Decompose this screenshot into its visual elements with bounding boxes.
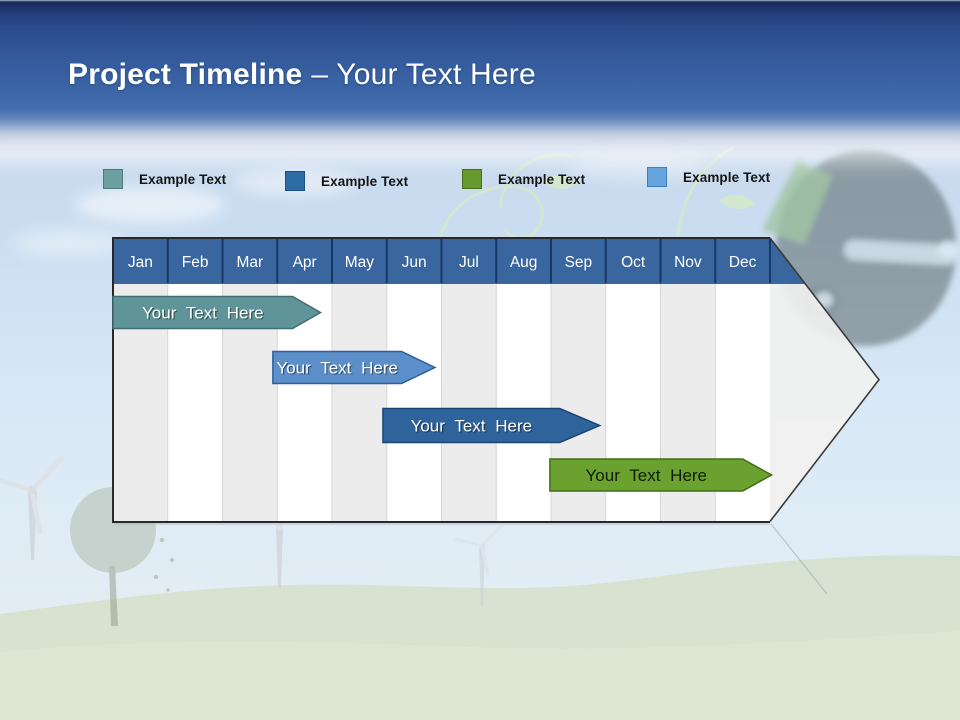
timeline-bar-shape (272, 350, 437, 385)
legend-item: Example Text (285, 171, 408, 191)
column-stripe (332, 284, 387, 522)
timeline-arrow (770, 238, 879, 522)
legend-label: Example Text (321, 173, 409, 189)
bar-label-shadow: Your Text Here (143, 305, 265, 324)
wind-turbine-icon (0, 455, 65, 560)
timeline-bar-shape (549, 458, 774, 492)
column-stripe (441, 284, 497, 522)
title-bold: Project Timeline (68, 58, 303, 91)
legend-item: Example Text (647, 167, 770, 187)
bar-label: Your Text Here (276, 359, 398, 378)
timeline-bar-shape (112, 295, 323, 330)
month-label: Mar (237, 254, 264, 271)
legend-label: Example Text (498, 171, 586, 187)
hills (0, 555, 960, 720)
month-label: May (345, 254, 375, 271)
timeline-bar: Your Text Here (549, 458, 774, 492)
wind-turbine-icon (453, 523, 504, 606)
haze-band (0, 126, 960, 162)
legend-swatch-blue (285, 171, 305, 191)
month-label: Feb (182, 254, 209, 271)
month-label: Oct (621, 254, 646, 271)
month-label: Jul (459, 254, 479, 271)
month-header-band (113, 238, 806, 284)
legend-label: Example Text (139, 171, 227, 187)
arrow-reflection (770, 523, 828, 595)
month-label: Apr (293, 254, 317, 271)
legend-item: Example Text (103, 169, 226, 189)
timeline-bar-shape (382, 407, 602, 444)
month-label: Aug (510, 254, 538, 271)
bar-label-shadow: Your Text Here (278, 360, 400, 379)
bar-label: Your Text Here (142, 304, 264, 323)
month-label: Nov (674, 254, 702, 271)
month-labels: Jan Feb Mar Apr May Jun Jul Aug Sep Oct Nov Dec (128, 254, 757, 271)
legend-label: Example Text (683, 169, 771, 185)
month-label: Sep (565, 254, 593, 271)
legend-swatch-green (462, 169, 482, 189)
legend-swatch-teal (103, 169, 123, 189)
bar-label: Your Text Here (411, 417, 533, 436)
dark-object-icon (762, 150, 958, 346)
title-rest: – Your Text Here (311, 58, 536, 91)
bar-label-shadow: Your Text Here (412, 418, 534, 437)
month-header (113, 238, 806, 284)
legend-item: Example Text (462, 169, 585, 189)
table-border (112, 237, 881, 595)
page-title: Project Timeline– Your Text Here (68, 58, 536, 92)
month-label: Jan (128, 254, 153, 271)
bar-label: Your Text Here (586, 466, 708, 485)
wind-turbine-icon (276, 523, 283, 588)
month-label: Dec (729, 254, 757, 271)
month-label: Jun (402, 254, 427, 271)
legend-swatch-lightblue (647, 167, 667, 187)
